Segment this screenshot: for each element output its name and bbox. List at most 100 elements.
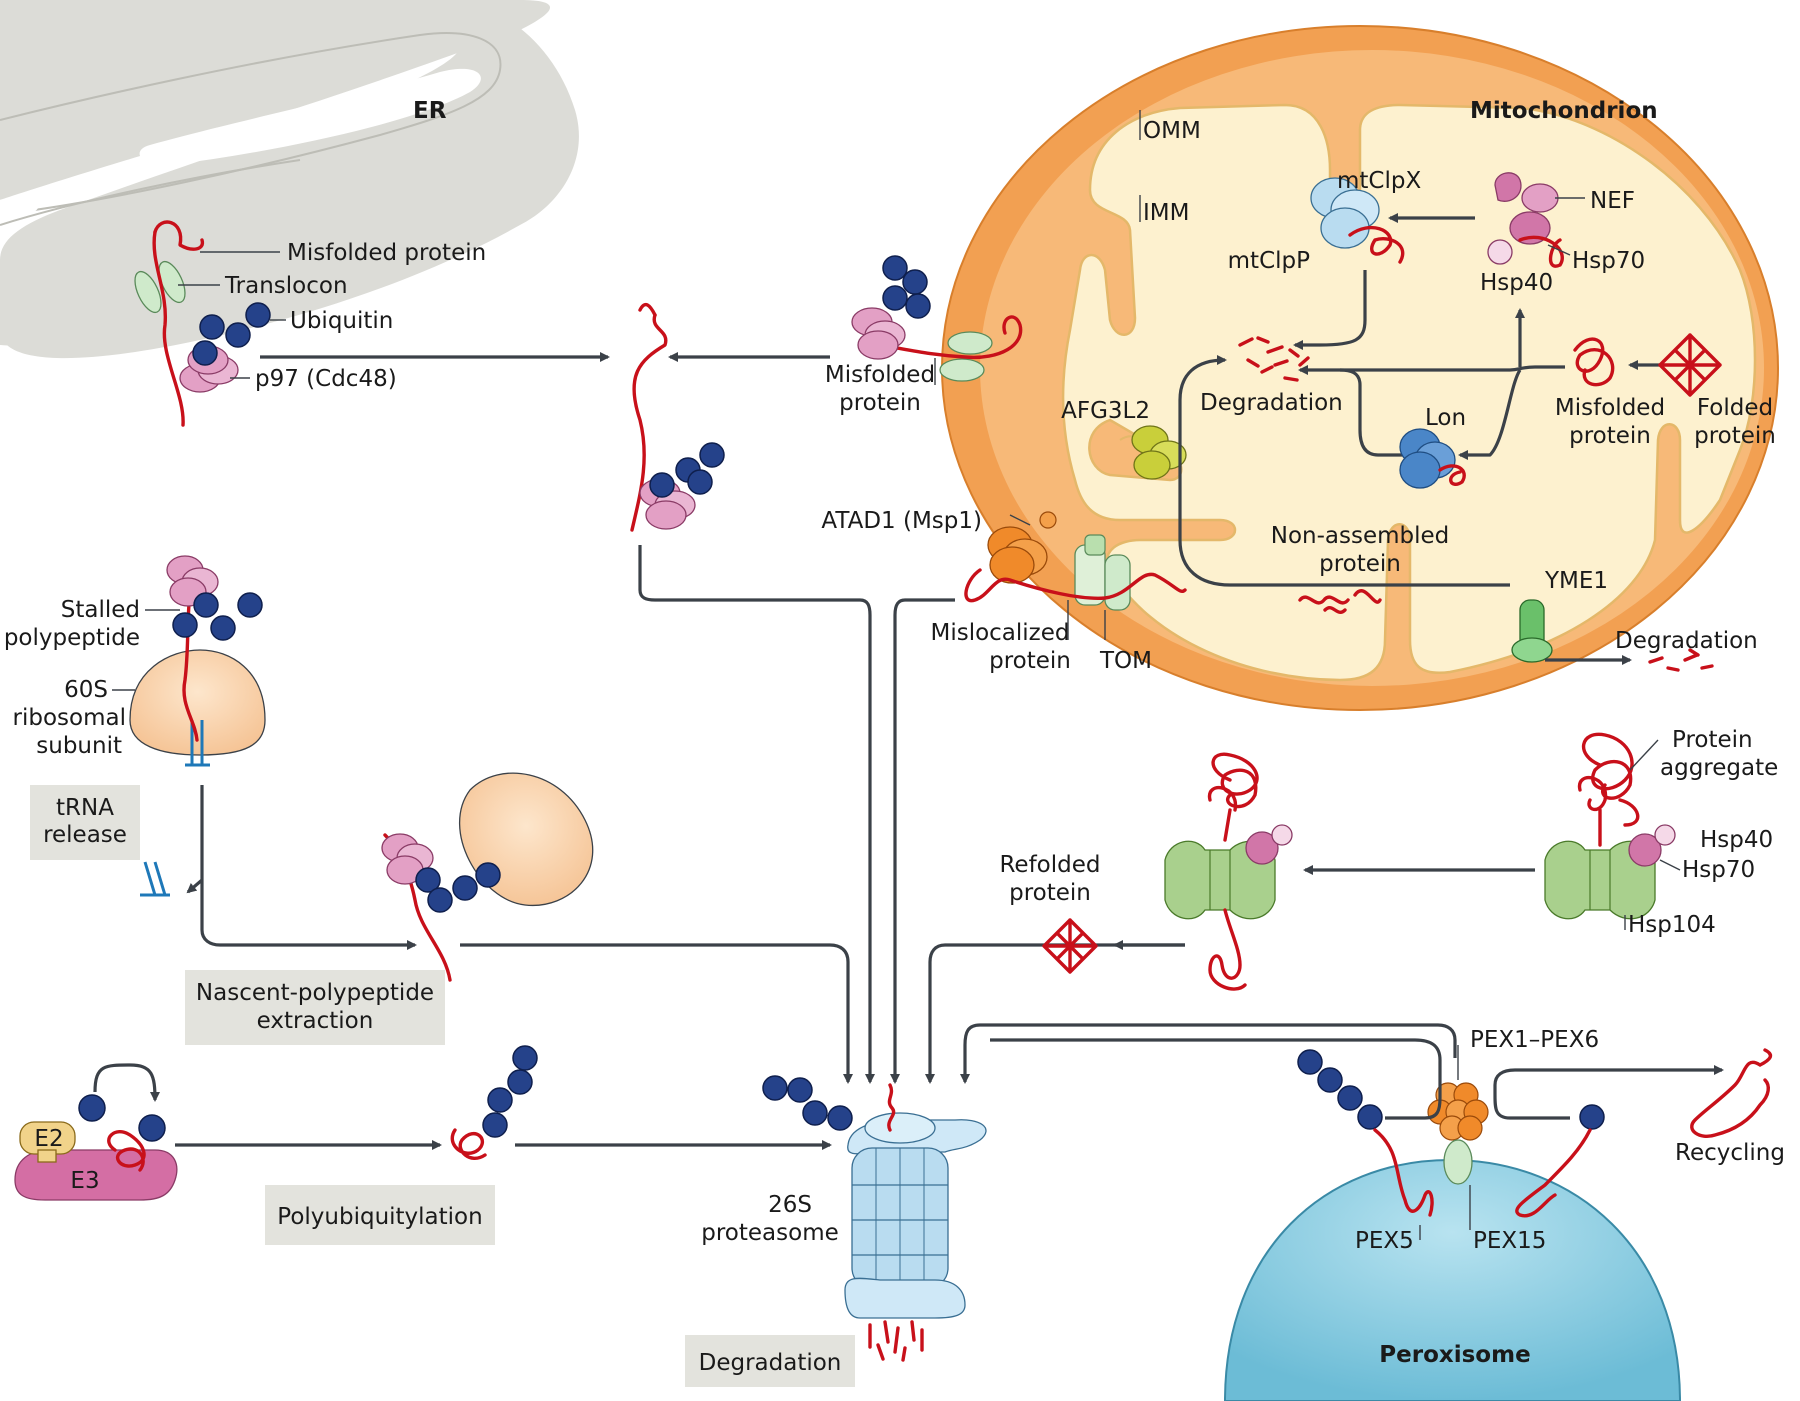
aggregate-being-disaggregated: [1207, 752, 1259, 842]
yme1-degradation-fragments: [1648, 648, 1714, 672]
mito-hsp40-label: Hsp40: [1480, 270, 1553, 296]
refolded-protein: [1042, 918, 1098, 974]
ribosome-60s: [129, 649, 266, 756]
er-fold: [139, 68, 481, 166]
pex15-label: PEX15: [1473, 1228, 1546, 1254]
non-assembled-protein: [1298, 589, 1382, 614]
trna-label-1: tRNA: [56, 795, 114, 821]
imm-label: IMM: [1143, 200, 1189, 226]
mislocalized-label-2: protein: [989, 648, 1071, 674]
mislocalized-label-1: Mislocalized: [930, 620, 1069, 646]
yme1-protease: [1511, 599, 1553, 663]
e2-label: E2: [34, 1126, 63, 1152]
released-trna: [140, 861, 170, 897]
er-misfolded-label: Misfolded protein: [287, 240, 486, 266]
trna-label-2: release: [43, 822, 127, 848]
e2-ubiquitin: [78, 1094, 106, 1122]
er-ubiquitin-chain: [192, 302, 271, 366]
proteasome-degradation-label: Degradation: [699, 1350, 842, 1376]
omm-misfolded-chain: [878, 315, 1023, 360]
omm-translocon: [939, 331, 993, 382]
mitochondrion-organelle: [941, 25, 1779, 711]
hsp104-disaggregase-right: [1544, 840, 1656, 920]
hsp70-nef-complex: [1487, 172, 1559, 265]
refolded-label-1: Refolded: [999, 852, 1100, 878]
pex5-ubiquitin-left: [1297, 1049, 1383, 1130]
pex5-label: PEX5: [1355, 1228, 1414, 1254]
mislocalized-chain: [964, 568, 1187, 603]
nascent-extraction-box: [185, 970, 445, 1045]
nascent-label-2: extraction: [257, 1008, 374, 1034]
polyubiquitylation-box: [265, 1185, 495, 1245]
mito-folded-label-1: Folded: [1697, 395, 1773, 421]
yme1-label: YME1: [1544, 568, 1608, 594]
hsp40-label: Hsp40: [1700, 827, 1773, 853]
mtclpp-label: mtClpP: [1228, 248, 1310, 274]
mito-degradation-fragments: [1238, 336, 1310, 382]
e3-substrate: [107, 1130, 146, 1172]
mito-matrix: [1061, 103, 1757, 682]
recycling-label: Recycling: [1675, 1140, 1785, 1166]
proteasome-26s: [844, 1112, 987, 1319]
mito-misfolded-label-2: protein: [1569, 423, 1651, 449]
trna-stalled: [185, 720, 210, 767]
polyubiquitylated-substrate: [450, 1128, 487, 1160]
mito-misfolded-label-1: Misfolded: [1555, 395, 1665, 421]
proteasome-degradation-fragments: [868, 1320, 924, 1362]
proteasome-substrate: [887, 1083, 896, 1132]
er-ubiquitin-label: Ubiquitin: [290, 308, 393, 334]
hsp70-label: Hsp70: [1682, 857, 1755, 883]
pex15-anchor: [1443, 1139, 1473, 1185]
omm-label: OMM: [1143, 118, 1201, 144]
atad1-hexamer: [987, 511, 1057, 584]
nascent-ubiquitin: [415, 862, 501, 913]
proteasome-label-1: 26S: [768, 1192, 812, 1218]
protein-aggregate: [1577, 732, 1640, 847]
er-organelle: [0, 0, 579, 359]
refolded-label-2: protein: [1009, 880, 1091, 906]
stalled-label-1: Stalled: [61, 597, 140, 623]
mtclpx-label: mtClpX: [1337, 168, 1421, 194]
omm-p97: [851, 307, 906, 360]
aggregate-label-1: Protein: [1672, 727, 1753, 753]
free-ribosome: [459, 772, 594, 907]
er-misfolded-chain: [152, 230, 185, 427]
e2-enzyme: [19, 1121, 76, 1163]
hsp104-label: Hsp104: [1628, 912, 1716, 938]
mito-degradation-label: Degradation: [1200, 390, 1343, 416]
peroxisome-label: Peroxisome: [1379, 1342, 1530, 1368]
central-extracted-chain: [630, 313, 668, 532]
mito-label: Mitochondrion: [1470, 98, 1658, 124]
central-ubiquitin: [649, 442, 725, 498]
tom-label: TOM: [1099, 648, 1152, 674]
mito-folded-protein: [1658, 333, 1722, 397]
nonassembled-label-2: protein: [1319, 551, 1401, 577]
afg3l2-protease: [1131, 425, 1187, 480]
stalled-ubiquitin: [172, 592, 263, 641]
nonassembled-label-1: Non-assembled: [1271, 523, 1450, 549]
er-translocon-label: Translocon: [224, 273, 348, 299]
left-hsp70: [1245, 831, 1279, 865]
er-chain-tail: [153, 220, 205, 251]
mtclpx-mtclpp: [1310, 177, 1380, 249]
proteasome-degradation-box: [685, 1335, 855, 1387]
nascent-p97: [381, 833, 434, 885]
ribosome-label-3: subunit: [36, 733, 122, 759]
stalled-p97: [166, 555, 219, 607]
tom-complex: [1074, 534, 1131, 611]
pex1-pex6-complex: [1427, 1082, 1489, 1141]
recycled-pex5: [1690, 1048, 1773, 1138]
stalled-label-2: polypeptide: [4, 625, 140, 651]
yme1-degradation-label: Degradation: [1615, 628, 1758, 654]
polyubiquitylation-label: Polyubiquitylation: [277, 1204, 482, 1230]
omm-ubiquitin: [882, 255, 931, 319]
omm-misfolded-label-1: Misfolded: [825, 362, 935, 388]
atad1-label: ATAD1 (Msp1): [821, 508, 982, 534]
pex16-label: PEX1–PEX6: [1470, 1027, 1599, 1053]
ribosome-label-2: ribosomal: [13, 705, 126, 731]
substrate-ubiquitin-chain: [482, 1045, 538, 1138]
pex5-left: [1373, 1128, 1434, 1217]
disaggregated-chain: [1208, 908, 1247, 991]
ribosome-label-1: 60S: [64, 677, 108, 703]
